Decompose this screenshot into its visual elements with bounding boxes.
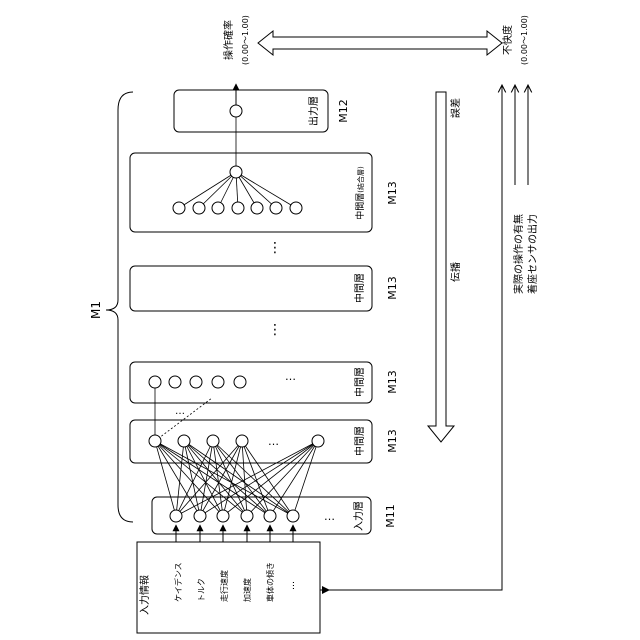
middle-1-node [149, 435, 161, 447]
discomfort-range: (0.00～1.00) [520, 15, 529, 65]
output-node [230, 105, 242, 117]
backprop-word-propagation: 伝播 [449, 262, 462, 282]
concat-output-node [230, 166, 242, 178]
input-node [194, 510, 206, 522]
middle-2-node [212, 376, 224, 388]
concat-node [173, 202, 185, 214]
concat-node [212, 202, 224, 214]
middle-3-label: 中間層 [353, 273, 366, 303]
middle-layer-concat: 中間層(結合層) M13 [130, 117, 399, 232]
concat-layer-ref: M13 [386, 181, 399, 205]
middle-1-inner-ellipsis: … [175, 406, 185, 417]
middle-1-node [178, 435, 190, 447]
output-probability-label: 操作確率 [222, 20, 235, 60]
output-probability-range: (0.00～1.00) [241, 15, 250, 65]
input-item-torque: トルク [197, 578, 206, 602]
concat-layer-label-main: 中間層 [354, 193, 366, 220]
comparison-double-arrow [258, 31, 502, 55]
concat-node [270, 202, 282, 214]
input-layer-ellipsis: … [324, 510, 335, 523]
middle-2-node [190, 376, 202, 388]
middle-layer-2: … 中間層 M13 [130, 362, 399, 403]
dense-connections-input-middle [155, 441, 318, 516]
middle-2-node [149, 376, 161, 388]
middle-1-ref: M13 [386, 429, 399, 453]
input-node [264, 510, 276, 522]
middle-1-node [207, 435, 219, 447]
input-item-acceleration: 加速度 [242, 578, 252, 602]
input-item-more: … [287, 581, 297, 590]
input-item-tilt: 車体の傾き [265, 562, 275, 602]
input-node [287, 510, 299, 522]
concat-node [290, 202, 302, 214]
middle-1-label: 中間層 [353, 426, 366, 456]
concat-node [251, 202, 263, 214]
middle-2-node [234, 376, 246, 388]
target-seat-sensor: 着座センサの出力 [526, 214, 539, 294]
output-layer: 出力層 M12 [174, 84, 350, 132]
return-arrow [322, 586, 330, 594]
concat-node [193, 202, 205, 214]
target-actual-operation: 実際の操作の有無 [512, 214, 525, 294]
input-layer-ref: M11 [384, 504, 397, 528]
input-layer: … 入力層 M11 [152, 497, 397, 534]
middle-1-node [236, 435, 248, 447]
middle-1-ellipsis: … [268, 435, 279, 448]
input-info-box: 入力情報 ケイデンス トルク 走行速度 加速度 車体の傾き … [137, 542, 320, 633]
concat-layer-label: 中間層(結合層) [354, 166, 366, 220]
model-ref: M1 [89, 301, 103, 319]
input-item-cadence: ケイデンス [173, 562, 183, 602]
output-layer-ref: M12 [337, 99, 350, 123]
middle-1-node [312, 435, 324, 447]
output-layer-label: 出力層 [307, 96, 320, 126]
backprop-arrow: 誤差 伝播 [428, 92, 462, 442]
model-brace [106, 92, 133, 522]
teacher-signal-lines [320, 85, 528, 590]
input-item-speed: 走行速度 [219, 570, 229, 602]
vertical-ellipsis-lower: ⋮ [268, 322, 282, 338]
backprop-word-error: 誤差 [449, 98, 462, 118]
concat-node [232, 202, 244, 214]
middle-2-ellipsis: … [285, 370, 296, 383]
discomfort-label: 不快度 [501, 25, 514, 55]
input-node [217, 510, 229, 522]
input-node [241, 510, 253, 522]
input-node [170, 510, 182, 522]
input-info-title: 入力情報 [138, 575, 151, 615]
middle-3-ref: M13 [386, 276, 399, 300]
middle-layer-3: 中間層 M13 [130, 266, 399, 311]
middle-2-node [169, 376, 181, 388]
middle-2-ref: M13 [386, 370, 399, 394]
input-layer-label: 入力層 [352, 501, 365, 531]
middle-2-label: 中間層 [353, 367, 366, 397]
vertical-ellipsis-upper: ⋮ [268, 240, 282, 256]
concat-layer-label-sub: (結合層) [356, 166, 365, 193]
